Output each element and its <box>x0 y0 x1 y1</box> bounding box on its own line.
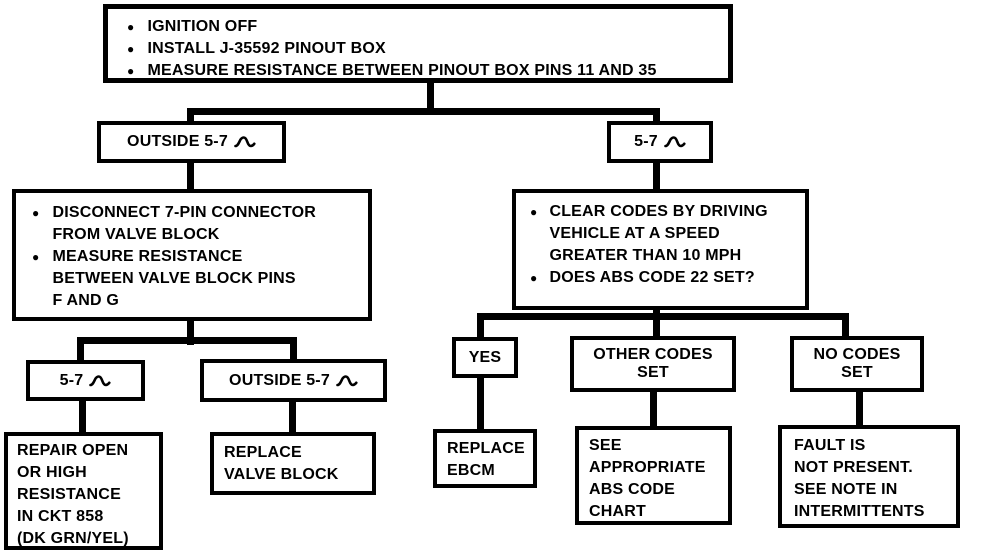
action-text: REPLACE EBCM <box>447 440 525 479</box>
decision-label: YES <box>468 348 502 366</box>
node-fault-not-present: FAULT IS NOT PRESENT. SEE NOTE IN INTERM… <box>778 425 960 528</box>
node-repair-open-resistance: REPAIR OPEN OR HIGH RESISTANCE IN CKT 85… <box>4 432 163 550</box>
action-text: REPAIR OPEN OR HIGH RESISTANCE IN CKT 85… <box>17 442 129 547</box>
bullet-icon: ● <box>127 42 135 56</box>
bullet-icon: ● <box>127 64 135 78</box>
bullet-icon: ● <box>32 206 40 220</box>
connector-line <box>187 108 194 125</box>
node-valve-outside-range: OUTSIDE 5-7 <box>200 359 387 402</box>
action-text: FAULT IS NOT PRESENT. SEE NOTE IN INTERM… <box>794 437 925 520</box>
connector-line <box>477 313 849 320</box>
connector-line <box>856 390 863 427</box>
instruction-text: DISCONNECT 7-PIN CONNECTOR FROM VALVE BL… <box>52 204 317 243</box>
node-pinout-outside-range: OUTSIDE 5-7 <box>97 121 286 163</box>
connector-line <box>653 108 660 125</box>
decision-label: NO CODES SET <box>813 346 901 381</box>
bullet-item: ● CLEAR CODES BY DRIVING VEHICLE AT A SP… <box>530 201 803 267</box>
connector-line <box>650 390 657 428</box>
bullet-item: ● DOES ABS CODE 22 SET? <box>530 267 803 289</box>
resistance-ohms-icon <box>89 374 111 386</box>
node-valve-block-check: ● DISCONNECT 7-PIN CONNECTOR FROM VALVE … <box>12 189 372 321</box>
node-start-instructions: ● IGNITION OFF ● INSTALL J-35592 PINOUT … <box>103 4 733 83</box>
connector-line <box>289 400 296 434</box>
node-replace-valve-block: REPLACE VALVE BLOCK <box>210 432 376 495</box>
node-no-codes-set: NO CODES SET <box>790 336 924 392</box>
bullet-icon: ● <box>127 20 135 34</box>
node-see-abs-code-chart: SEE APPROPRIATE ABS CODE CHART <box>575 426 732 525</box>
resistance-ohms-icon <box>664 136 686 148</box>
bullet-item: ● MEASURE RESISTANCE BETWEEN PINOUT BOX … <box>127 60 722 82</box>
instruction-text: MEASURE RESISTANCE BETWEEN VALVE BLOCK P… <box>52 248 296 309</box>
connector-line <box>477 376 484 431</box>
connector-line <box>842 313 849 338</box>
node-other-codes-set: OTHER CODES SET <box>570 336 736 392</box>
decision-label: OTHER CODES SET <box>593 346 713 381</box>
node-yes: YES <box>452 337 518 378</box>
connector-line <box>79 399 86 434</box>
connector-line <box>77 337 84 362</box>
connector-line <box>290 337 297 362</box>
node-clear-codes-check: ● CLEAR CODES BY DRIVING VEHICLE AT A SP… <box>512 189 809 310</box>
bullet-item: ● IGNITION OFF <box>127 16 722 38</box>
range-label: 5-7 <box>59 371 84 389</box>
bullet-item: ● DISCONNECT 7-PIN CONNECTOR FROM VALVE … <box>32 202 364 246</box>
node-pinout-in-range: 5-7 <box>607 121 713 163</box>
action-text: REPLACE VALVE BLOCK <box>224 444 339 483</box>
instruction-text: IGNITION OFF <box>147 18 258 35</box>
connector-line <box>77 337 297 344</box>
resistance-ohms-icon <box>336 374 358 386</box>
bullet-item: ● INSTALL J-35592 PINOUT BOX <box>127 38 722 60</box>
node-replace-ebcm: REPLACE EBCM <box>433 429 537 488</box>
range-label: OUTSIDE 5-7 <box>127 133 228 150</box>
bullet-item: ● MEASURE RESISTANCE BETWEEN VALVE BLOCK… <box>32 246 364 312</box>
connector-line <box>427 83 434 114</box>
instruction-text: DOES ABS CODE 22 SET? <box>549 269 755 286</box>
connector-line <box>653 313 660 338</box>
range-label: OUTSIDE 5-7 <box>229 371 330 389</box>
instruction-text: MEASURE RESISTANCE BETWEEN PINOUT BOX PI… <box>147 62 657 79</box>
instruction-text: INSTALL J-35592 PINOUT BOX <box>147 40 386 57</box>
bullet-icon: ● <box>530 271 538 285</box>
range-label: 5-7 <box>634 133 658 150</box>
connector-line <box>187 319 194 345</box>
instruction-text: CLEAR CODES BY DRIVING VEHICLE AT A SPEE… <box>549 203 768 264</box>
connector-line <box>187 160 194 191</box>
action-text: SEE APPROPRIATE ABS CODE CHART <box>589 437 706 520</box>
bullet-icon: ● <box>530 205 538 219</box>
connector-line <box>187 108 660 115</box>
node-valve-in-range: 5-7 <box>26 360 145 401</box>
connector-line <box>653 160 660 191</box>
resistance-ohms-icon <box>234 136 256 148</box>
bullet-icon: ● <box>32 250 40 264</box>
connector-line <box>477 313 484 339</box>
